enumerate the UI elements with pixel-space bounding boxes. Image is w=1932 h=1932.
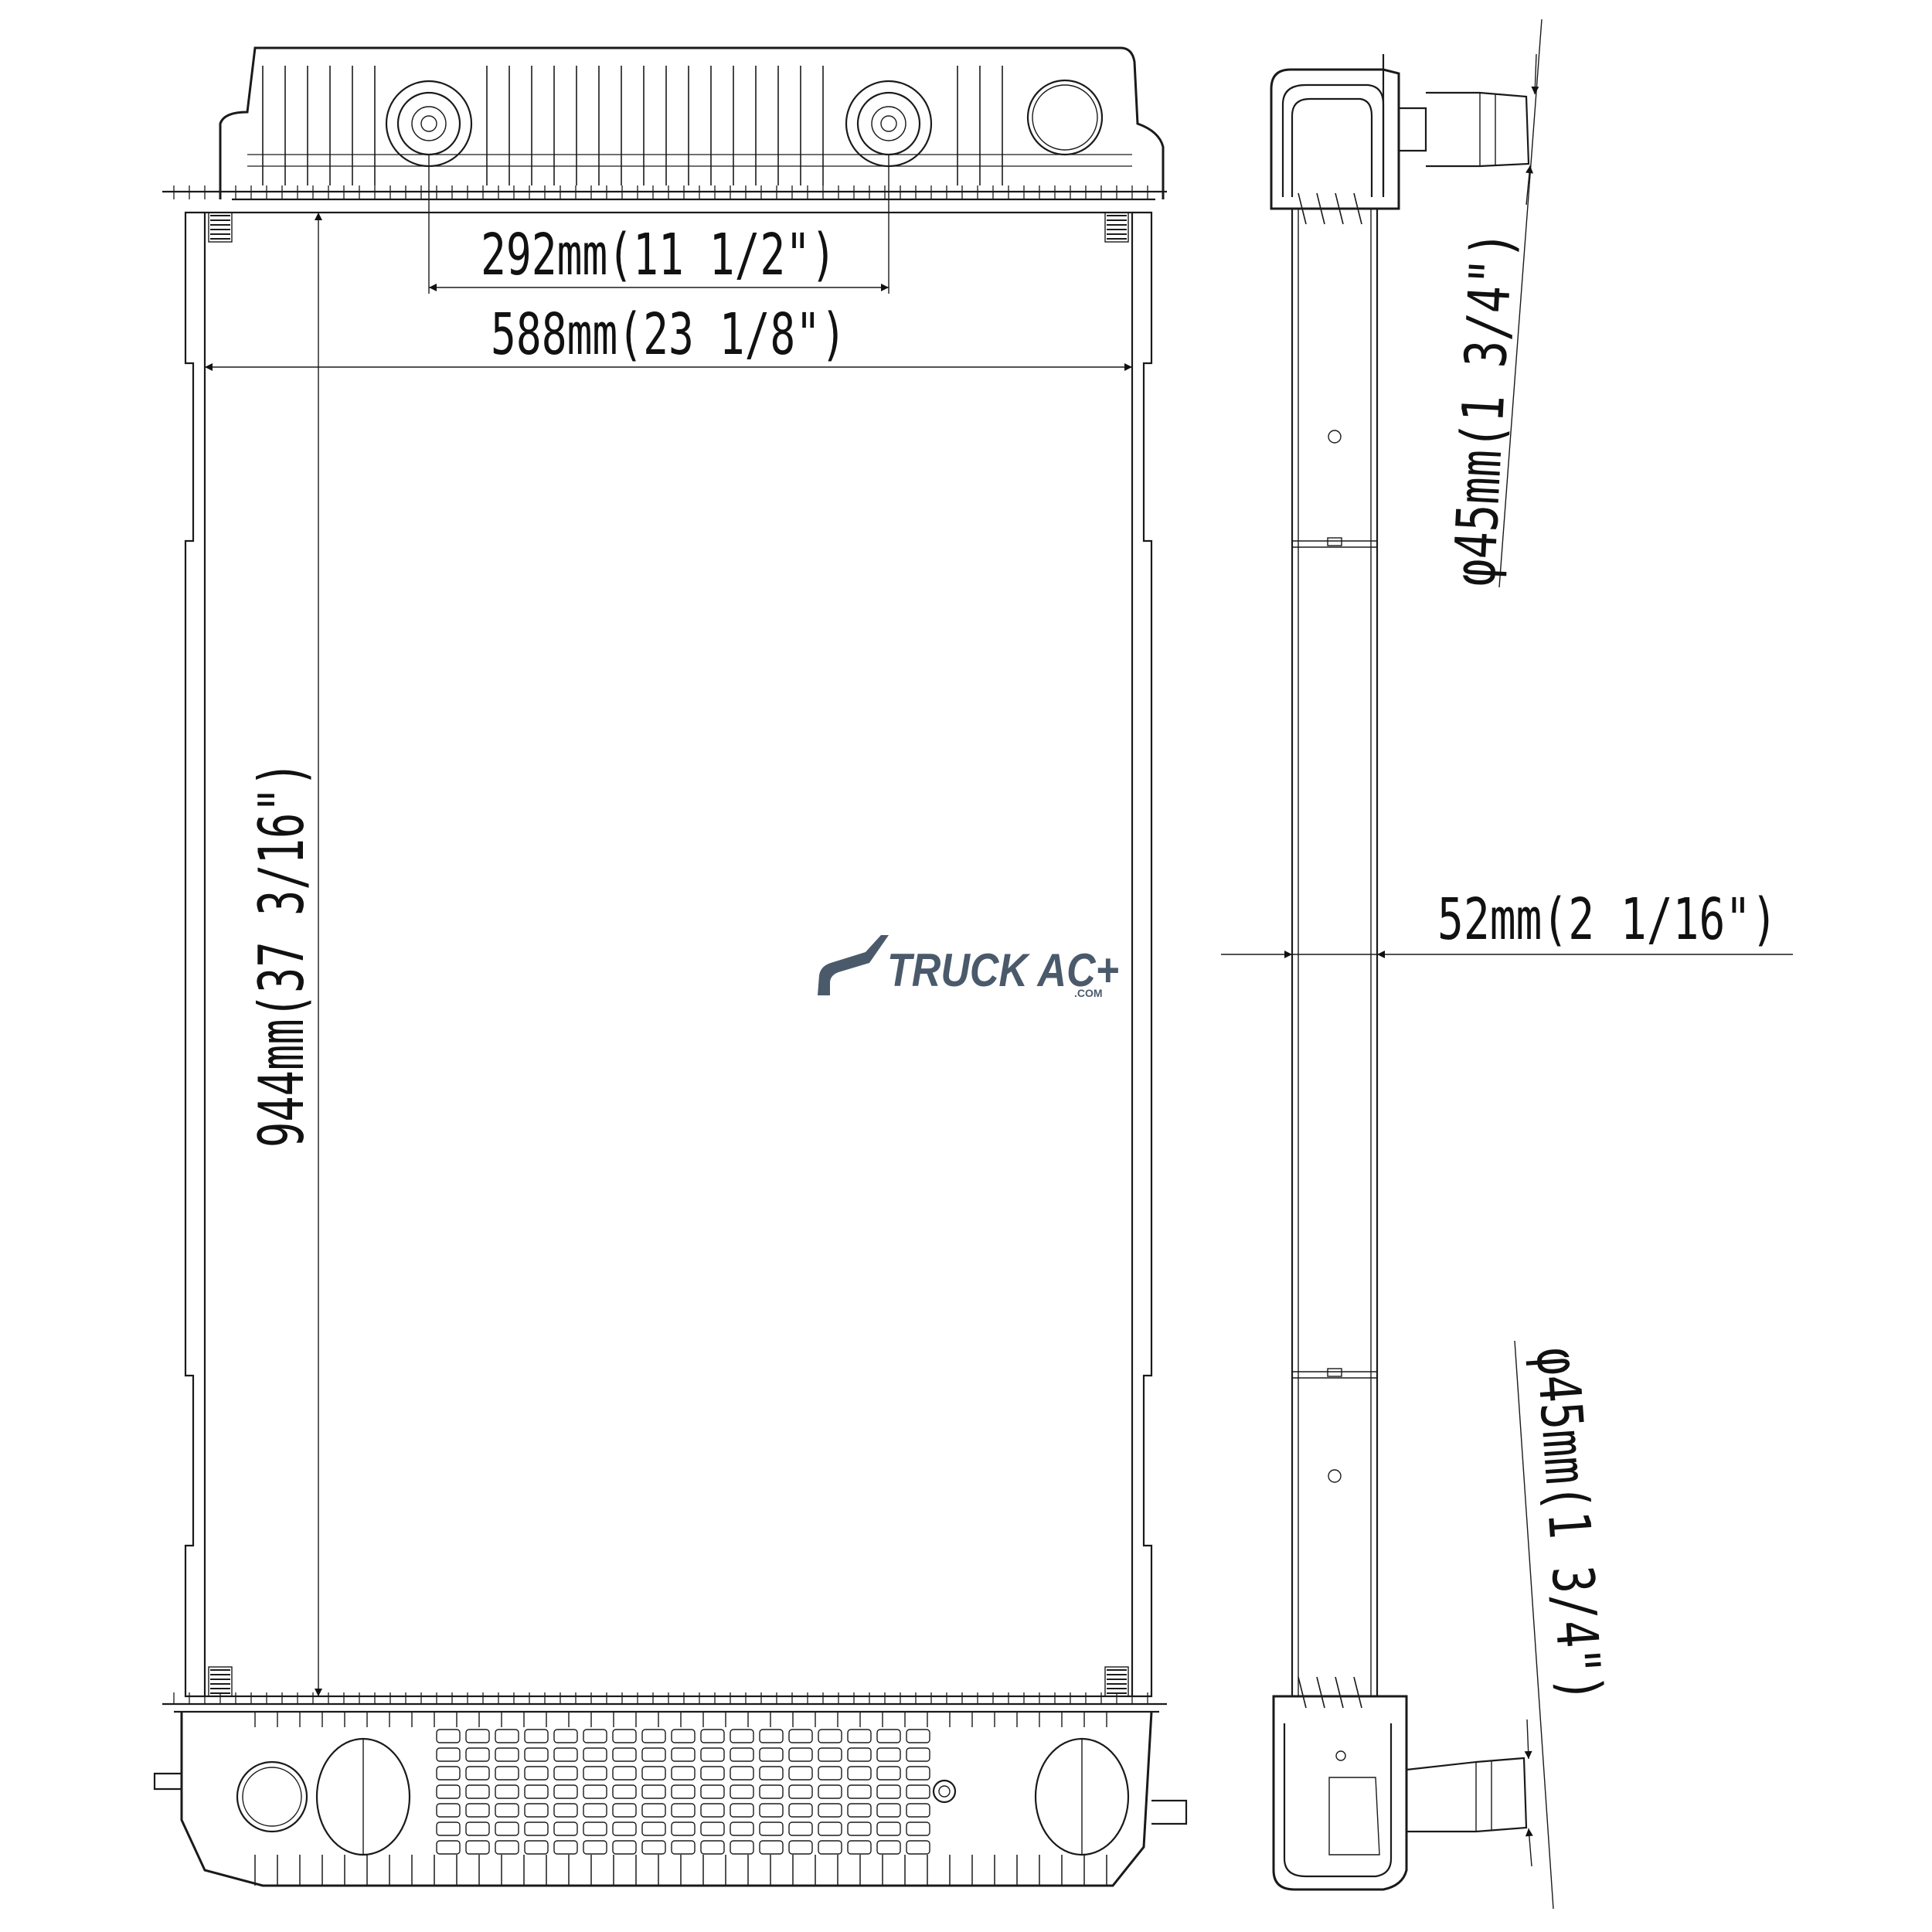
dimension-inlet-spacing: 292mm(11 1/2") [428, 155, 889, 294]
bottom-outlet-port [236, 1760, 308, 1833]
core-width-label: 588mm(23 1/8") [491, 301, 846, 368]
logo-brand-text: TRUCK AC+ [887, 944, 1119, 996]
side-bottom-tank [1272, 1695, 1408, 1891]
left-side-bracket [184, 211, 205, 1698]
top-port-label: φ45mm(1 3/4") [1441, 230, 1526, 588]
dimension-bottom-port: φ45mm(1 3/4") [1514, 1340, 1614, 1910]
front-view [153, 46, 1188, 1887]
inlet-spacing-label: 292mm(11 1/2") [481, 222, 836, 288]
bottom-tank-ribs [254, 1712, 1107, 1886]
bottom-tank-grid [436, 1729, 930, 1855]
dimension-core-width: 588mm(23 1/8") [205, 301, 1132, 371]
left-inlet-boss [385, 80, 473, 168]
top-tank-teeth [173, 185, 1148, 199]
top-filler-cap [1026, 79, 1104, 156]
dimension-core-depth: 52mm(2 1/16") [1221, 886, 1793, 958]
bottom-tank-outline [180, 1711, 1153, 1887]
right-inlet-boss [845, 80, 933, 168]
side-top-tank [1270, 68, 1400, 210]
right-stub [1151, 1799, 1188, 1825]
side-bottom-pipe [1406, 1757, 1528, 1833]
logo-suffix-text: .COM [1074, 987, 1103, 999]
truckac-logo: TRUCK AC+ .COM [818, 935, 1119, 999]
bottom-port-label: φ45mm(1 3/4") [1523, 1345, 1614, 1705]
side-bottom-teeth [1298, 1676, 1362, 1709]
drain-plug [932, 1779, 957, 1804]
truck-silhouette-icon [818, 935, 889, 995]
core-depth-label: 52mm(2 1/16") [1437, 886, 1777, 953]
top-tank-ribs [247, 66, 1132, 185]
side-top-teeth [1298, 192, 1362, 225]
side-view [1270, 54, 1530, 1891]
core-height-label: 944mm(37 3/16") [246, 761, 318, 1148]
dimension-core-height: 944mm(37 3/16") [246, 213, 322, 1696]
left-stub [153, 1772, 182, 1791]
top-tank-outline [219, 46, 1165, 199]
bottom-tank-teeth [173, 1692, 1148, 1704]
right-side-bracket [1132, 211, 1153, 1698]
corner-seal-hatching [210, 215, 1127, 1694]
side-top-pipe [1399, 107, 1427, 152]
